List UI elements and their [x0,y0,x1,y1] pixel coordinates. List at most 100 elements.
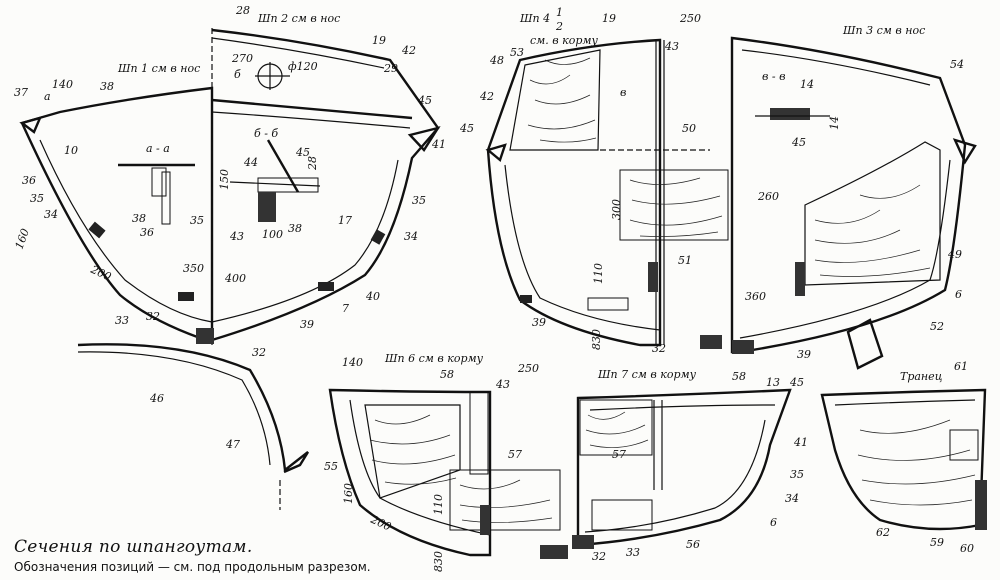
hull-section-sp1-sp2 [19,28,441,345]
part-38-b: 38 [132,212,146,225]
part-46: 46 [149,392,164,405]
part-62: 62 [876,526,890,539]
dim-14a: 14 [800,78,814,91]
dim-110: 110 [592,263,605,284]
figure-subcaption: Обозначения позиций — см. под продольным… [14,560,371,574]
title-sp7: Шп 7 см в корму [597,368,697,381]
part-43-a: 43 [229,230,244,243]
part-6-a: 6 [955,288,962,301]
part-34-b: 34 [44,208,58,221]
part-44: 44 [243,156,258,169]
part-numbers: 28 19 42 29 45 41 35 34 40 7 39 32 32 33… [14,4,974,563]
dim-28: 28 [306,156,319,171]
part-48: 48 [489,54,504,67]
title-tranets: Транец [900,370,943,383]
dim-14b: 14 [828,116,841,130]
part-45-c: 45 [789,376,804,389]
part-34: 34 [404,230,418,243]
dim-110b: 110 [432,494,445,515]
dim-270: 270 [231,52,253,65]
dim-140: 140 [52,78,73,91]
part-32-a: 32 [252,346,266,359]
part-13: 13 [766,376,780,389]
detail-vv: в - в [762,70,786,83]
part-19-b: 19 [602,12,616,25]
part-57-a: 57 [508,448,522,461]
part-45-b: 45 [459,122,474,135]
part-33-b: 33 [626,546,640,559]
dim-250: 250 [679,12,701,25]
part-53: 53 [510,46,524,59]
part-58-a: 58 [440,368,454,381]
title-sp6: Шп 6 см в корму [384,352,484,365]
part-42-b: 42 [479,90,494,103]
part-35-b: 35 [30,192,44,205]
part-6-b: 6 [770,516,777,529]
part-37: 37 [14,86,28,99]
dim-400: 400 [224,272,246,285]
part-57-b: 57 [612,448,626,461]
section-titles: Шп 1 см в нос Шп 2 см в нос Шп 4 1 2 см.… [44,6,943,383]
mark-a: а [44,90,51,103]
part-41: 41 [431,138,446,151]
part-43-b: 43 [664,40,679,53]
hull-section-sp3 [730,36,977,370]
part-49: 49 [947,248,962,261]
title-sp1: Шп 1 см в нос [117,62,200,75]
hull-section-sp4 [485,38,729,349]
mark-b: б [234,68,241,81]
title-sp3: Шп 3 см в нос [842,24,925,37]
dim-350: 350 [183,262,204,275]
part-41-b: 41 [793,436,808,449]
dim-250b: 250 [517,362,539,375]
detail-bb: б - б [254,127,278,140]
dimension-labels: 140 270 ф120 100 150 45 28 160 200 350 4… [13,12,841,572]
part-45: 45 [417,94,432,107]
part-33: 33 [115,314,129,327]
part-51: 51 [678,254,692,267]
part-40: 40 [365,290,380,303]
dim-phi120: ф120 [288,60,318,73]
part-17: 17 [338,214,352,227]
dim-160: 160 [13,227,32,251]
dim-140b: 140 [342,356,363,369]
dim-830: 830 [590,329,603,350]
detail-aa: а - а [146,142,170,155]
title-sp4-frac-num: 1 [556,6,563,19]
dim-300: 300 [610,199,623,220]
part-60: 60 [960,542,974,555]
dim-45b: 45 [791,136,806,149]
part-55: 55 [324,460,338,473]
part-32-b: 32 [146,310,160,323]
part-36-b: 36 [140,226,154,239]
title-sp4-frac-den: 2 [555,20,563,33]
part-39-b: 39 [532,316,546,329]
part-7: 7 [342,302,349,315]
hull-section-sp7 [572,388,792,549]
dim-45a: 45 [295,146,310,159]
transom-section [820,388,987,531]
part-59: 59 [930,536,944,549]
part-43-c: 43 [495,378,510,391]
part-42: 42 [401,44,416,57]
part-52: 52 [930,320,944,333]
dim-160b: 160 [342,483,355,504]
part-32-c: 32 [652,342,666,355]
part-28: 28 [235,4,250,17]
part-36-a: 36 [22,174,36,187]
part-35: 35 [412,194,426,207]
part-38-a: 38 [100,80,114,93]
part-35-d: 35 [790,468,804,481]
part-19: 19 [372,34,386,47]
dim-260: 260 [757,190,779,203]
part-54: 54 [950,58,964,71]
dim-360: 360 [745,290,766,303]
hull-section-46-47 [77,343,310,510]
part-56: 56 [686,538,700,551]
part-47: 47 [225,438,240,451]
dim-150: 150 [218,169,231,190]
mark-v: в [620,86,626,99]
part-35-c: 35 [190,214,204,227]
